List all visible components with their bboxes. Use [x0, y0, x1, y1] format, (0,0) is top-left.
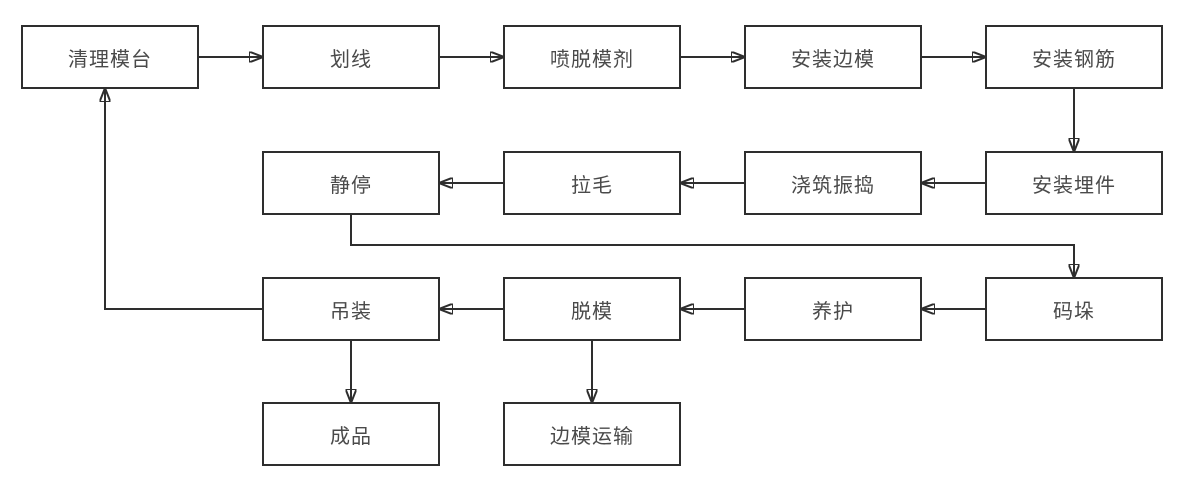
flow-node-label: 成品 — [330, 425, 372, 448]
flow-node-resting: 静停 — [262, 151, 440, 215]
flow-node-label: 浇筑振捣 — [791, 174, 875, 197]
flow-node-label: 脱模 — [571, 300, 613, 323]
flow-node-label: 养护 — [812, 300, 854, 323]
flow-node-stacking: 码垛 — [985, 277, 1163, 341]
edge-resting-to-stacking — [350, 215, 1074, 277]
flow-node-pour-and-vibrate: 浇筑振捣 — [744, 151, 922, 215]
flow-node-label: 划线 — [330, 48, 372, 71]
flow-node-finished-product: 成品 — [262, 402, 440, 466]
flow-node-label: 安装边模 — [791, 48, 875, 71]
flow-node-label: 拉毛 — [571, 174, 613, 197]
flow-node-label: 边模运输 — [550, 425, 634, 448]
flow-node-side-form-transport: 边模运输 — [503, 402, 681, 466]
edge-lifting-to-clean-pallet — [105, 89, 262, 310]
flow-node-label: 吊装 — [330, 300, 372, 323]
flow-node-label: 静停 — [330, 174, 372, 197]
flow-node-label: 清理模台 — [68, 48, 152, 71]
flow-node-demolding: 脱模 — [503, 277, 681, 341]
flow-node-roughening: 拉毛 — [503, 151, 681, 215]
flow-node-install-rebar: 安装钢筋 — [985, 25, 1163, 89]
flow-node-lifting: 吊装 — [262, 277, 440, 341]
flow-node-clean-pallet: 清理模台 — [21, 25, 199, 89]
flow-node-label: 安装钢筋 — [1032, 48, 1116, 71]
flow-node-curing: 养护 — [744, 277, 922, 341]
flow-node-label: 安装埋件 — [1032, 174, 1116, 197]
flow-node-label: 码垛 — [1053, 300, 1095, 323]
flow-node-spray-release-agent: 喷脱模剂 — [503, 25, 681, 89]
flow-node-install-embeds: 安装埋件 — [985, 151, 1163, 215]
flow-node-install-side-forms: 安装边模 — [744, 25, 922, 89]
flow-node-marking: 划线 — [262, 25, 440, 89]
flow-node-label: 喷脱模剂 — [550, 48, 634, 71]
